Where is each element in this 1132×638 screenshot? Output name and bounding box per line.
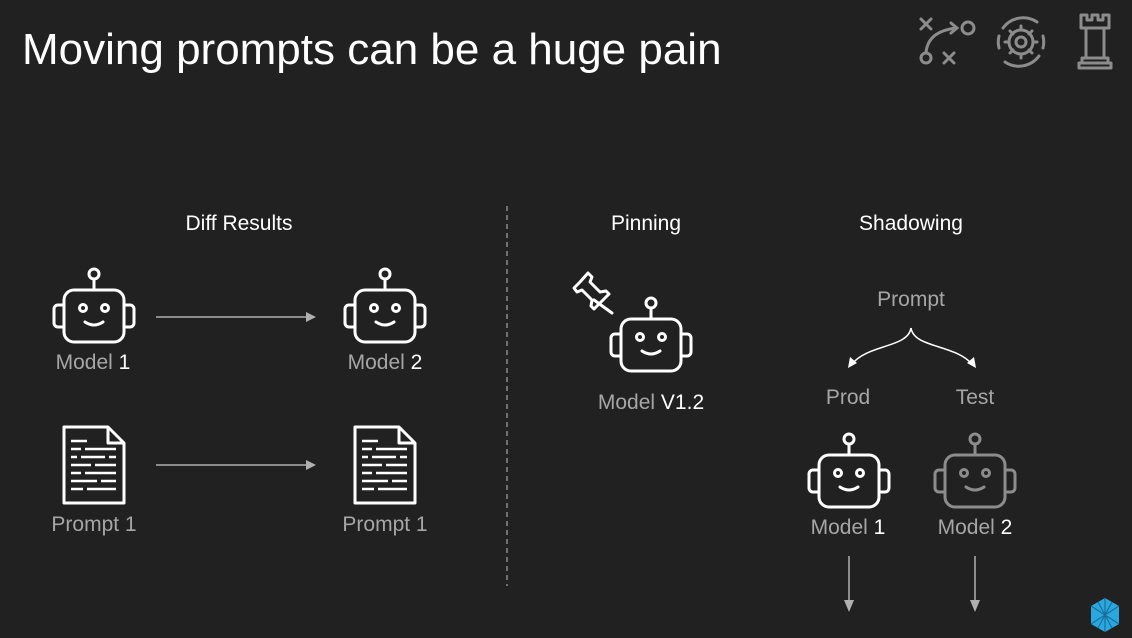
strategy-play-icon [919,17,976,65]
robot-icon-dimmed [933,432,1017,509]
prompt-b-label: Prompt 1 [342,513,428,536]
model-a-label: Model 1 [55,351,131,374]
robot-icon [343,267,427,344]
gear-cycle-icon [996,16,1046,68]
pinned-model-label: Model V1.2 [597,391,705,414]
document-icon [353,425,417,505]
arrow-right [156,460,316,470]
shadowing-heading: Shadowing [859,212,963,235]
prompt-a-label: Prompt 1 [51,513,137,536]
robot-icon [52,267,136,344]
pinning-heading: Pinning [610,212,682,235]
slide-title: Moving prompts can be a huge pain [22,25,722,74]
test-label: Test [955,386,995,409]
arrow-right [156,312,316,322]
test-model-label: Model 2 [937,516,1013,539]
document-icon [62,425,126,505]
pushpin-icon [572,271,614,315]
prod-label: Prod [825,386,871,409]
split-arrows [848,327,976,368]
arrow-down [844,556,854,612]
diff-results-heading: Diff Results [185,212,293,235]
prod-model-label: Model 1 [810,516,886,539]
section-divider [506,206,508,586]
shadow-prompt-label: Prompt [877,288,945,311]
hexagon-logo-icon [1090,598,1120,632]
robot-icon [807,432,891,509]
chess-rook-icon [1077,13,1113,70]
robot-icon [609,296,693,373]
model-b-label: Model 2 [347,351,423,374]
arrow-down [970,556,980,612]
